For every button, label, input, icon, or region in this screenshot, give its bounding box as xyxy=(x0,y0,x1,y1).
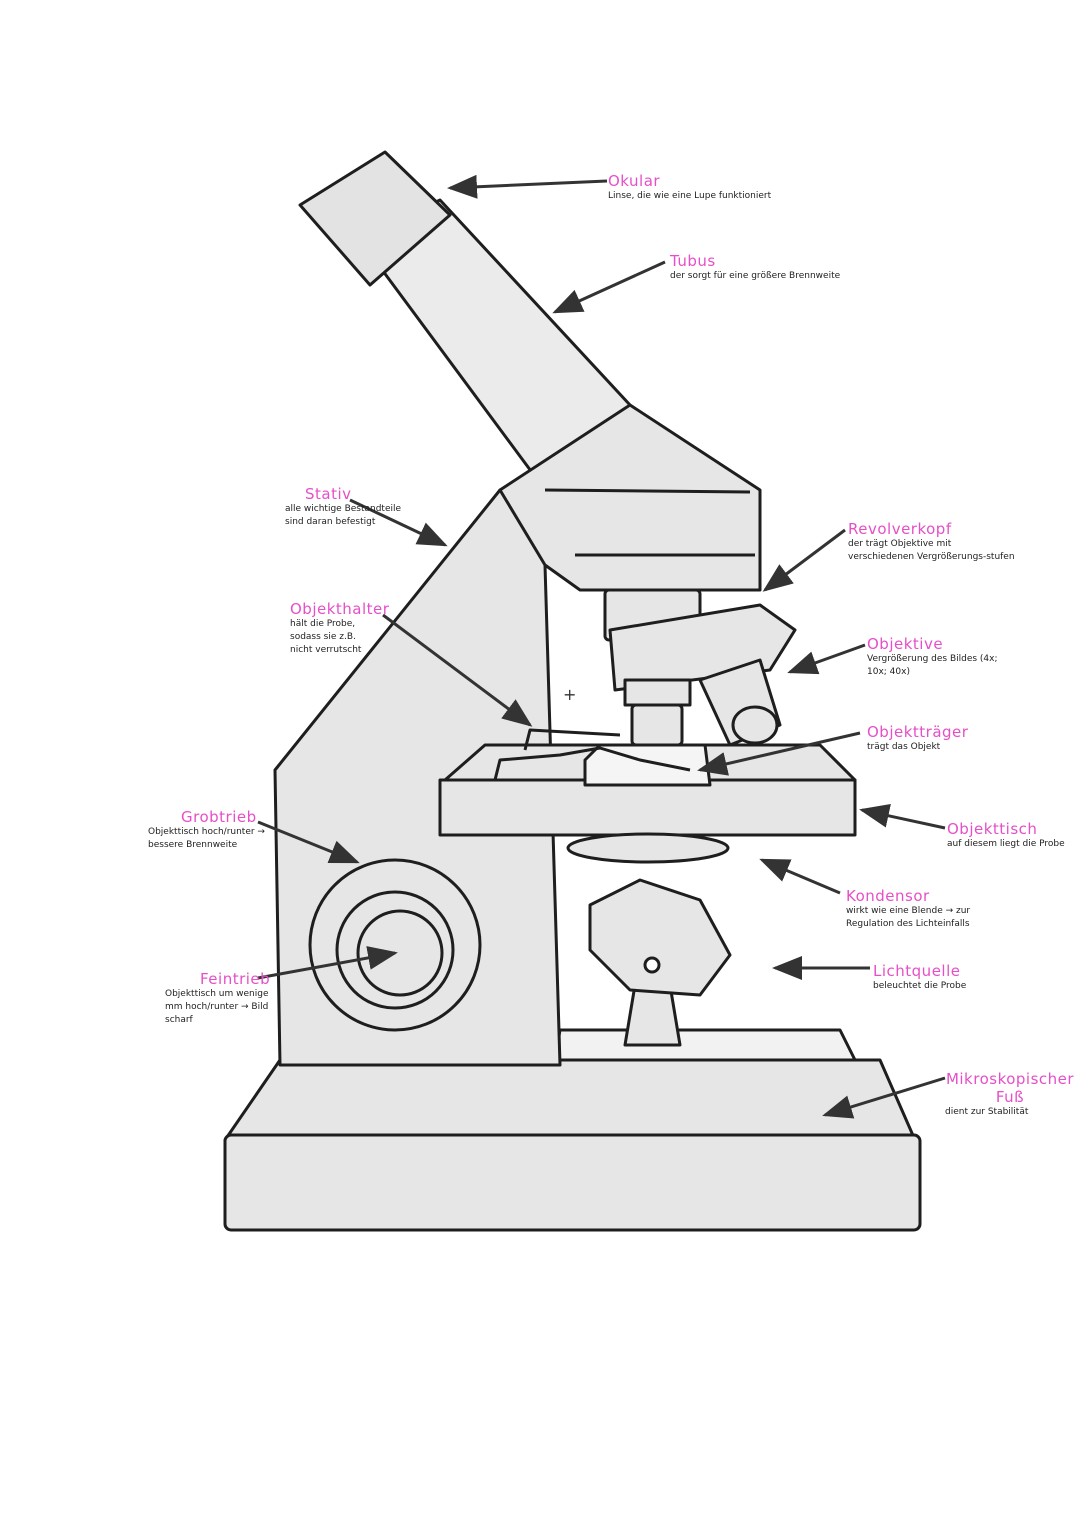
label-desc: alle wichtige Bestandteile sind daran be… xyxy=(285,504,402,527)
label-desc: beleuchtet die Probe xyxy=(873,981,967,991)
label-desc: Linse, die wie eine Lupe funktioniert xyxy=(608,191,772,201)
label-desc: trägt das Objekt xyxy=(867,742,941,752)
label-title: Mikroskopischer Fuß xyxy=(945,1070,1075,1106)
label-grobtrieb: Grobtrieb Objekttisch hoch/runter → bess… xyxy=(148,808,278,852)
label-okular: Okular Linse, die wie eine Lupe funktion… xyxy=(608,172,828,203)
base-recess xyxy=(553,1028,857,1062)
label-title: Tubus xyxy=(670,252,716,270)
label-desc: der trägt Objektive mit verschiedenen Ve… xyxy=(848,539,1015,562)
slide-clip xyxy=(493,746,691,781)
label-title: Grobtrieb xyxy=(181,808,257,826)
label-objektive: Objektive Vergrößerung des Bildes (4x; 1… xyxy=(867,635,1007,679)
label-title: Revolverkopf xyxy=(848,520,952,538)
label-desc: dient zur Stabilität xyxy=(945,1107,1029,1117)
label-revolverkopf: Revolverkopf der trägt Objektive mit ver… xyxy=(848,520,1018,564)
head xyxy=(498,403,762,592)
label-desc: der sorgt für eine größere Brennweite xyxy=(670,271,841,281)
label-title: Lichtquelle xyxy=(873,962,961,980)
label-objekttisch: Objekttisch auf diesem liegt die Probe xyxy=(947,820,1067,851)
label-title: Objektive xyxy=(867,635,944,653)
fine-knob xyxy=(356,909,444,997)
label-title: Kondensor xyxy=(846,887,930,905)
crosshair-mark: + xyxy=(563,685,576,704)
base xyxy=(223,1058,917,1142)
objective-center xyxy=(630,703,684,747)
label-title: Okular xyxy=(608,172,661,190)
label-desc: Objekttisch um wenige mm hoch/runter → B… xyxy=(165,989,269,1025)
base-front xyxy=(223,1133,922,1232)
label-desc: hält die Probe, sodass sie z.B. nicht ve… xyxy=(290,619,362,655)
label-tubus: Tubus der sorgt für eine größere Brennwe… xyxy=(670,252,900,283)
stage-front xyxy=(438,778,857,837)
label-title: Feintrieb xyxy=(200,970,271,988)
label-feintrieb: Feintrieb Objekttisch um wenige mm hoch/… xyxy=(165,970,280,1027)
pointer-arrows xyxy=(257,174,946,1119)
label-kondensor: Kondensor wirkt wie eine Blende → zur Re… xyxy=(846,887,1016,931)
slide xyxy=(583,743,712,787)
label-title: Objektträger xyxy=(867,723,969,741)
label-objekthalter: Objekthalter hält die Probe, sodass sie … xyxy=(290,600,390,657)
label-desc: Objekttisch hoch/runter → bessere Brennw… xyxy=(148,827,265,850)
label-lichtquelle: Lichtquelle beleuchtet die Probe xyxy=(873,962,1013,993)
label-fuss: Mikroskopischer Fuß dient zur Stabilität xyxy=(945,1070,1075,1119)
label-title: Objekthalter xyxy=(290,600,390,618)
label-desc: Vergrößerung des Bildes (4x; 10x; 40x) xyxy=(867,654,998,677)
label-desc: wirkt wie eine Blende → zur Regulation d… xyxy=(846,906,971,929)
lamp xyxy=(588,878,732,997)
label-title: Objekttisch xyxy=(947,820,1038,838)
label-stativ: Stativ alle wichtige Bestandteile sind d… xyxy=(285,485,405,529)
condenser xyxy=(566,832,730,864)
label-desc: auf diesem liegt die Probe xyxy=(947,839,1065,849)
label-title: Stativ xyxy=(305,485,352,503)
eyepiece xyxy=(298,150,452,287)
label-objekttraeger: Objektträger trägt das Objekt xyxy=(867,723,1007,754)
